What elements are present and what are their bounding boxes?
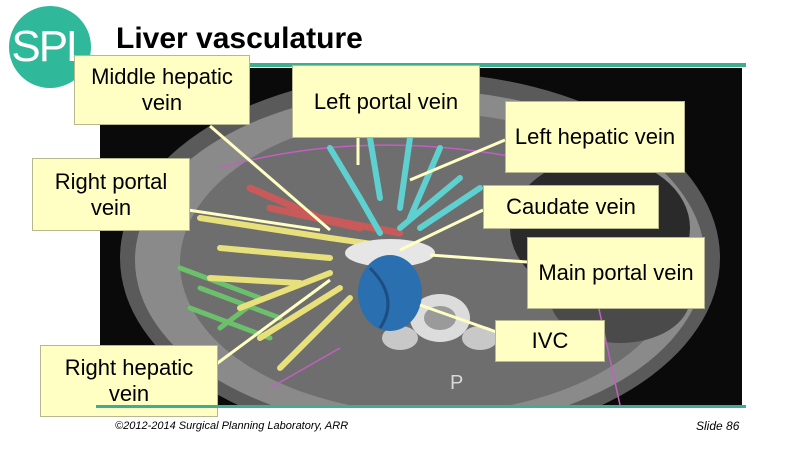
slide-title: Liver vasculature: [116, 22, 363, 55]
label-left-portal-vein: Left portal vein: [292, 65, 480, 138]
footer-rule: [96, 405, 746, 408]
label-main-portal-vein: Main portal vein: [527, 237, 705, 309]
label-right-portal-vein: Right portal vein: [32, 158, 190, 231]
slide-number: Slide 86: [696, 419, 740, 433]
copyright-text: ©2012-2014 Surgical Planning Laboratory,…: [115, 420, 349, 432]
posterior-marker: P: [450, 372, 464, 394]
label-caudate-vein: Caudate vein: [483, 185, 659, 229]
spl-logo: SPL: [9, 6, 91, 88]
label-middle-hepatic-vein: Middle hepatic vein: [74, 55, 250, 125]
label-left-hepatic-vein: Left hepatic vein: [505, 101, 685, 173]
label-ivc: IVC: [495, 320, 605, 362]
